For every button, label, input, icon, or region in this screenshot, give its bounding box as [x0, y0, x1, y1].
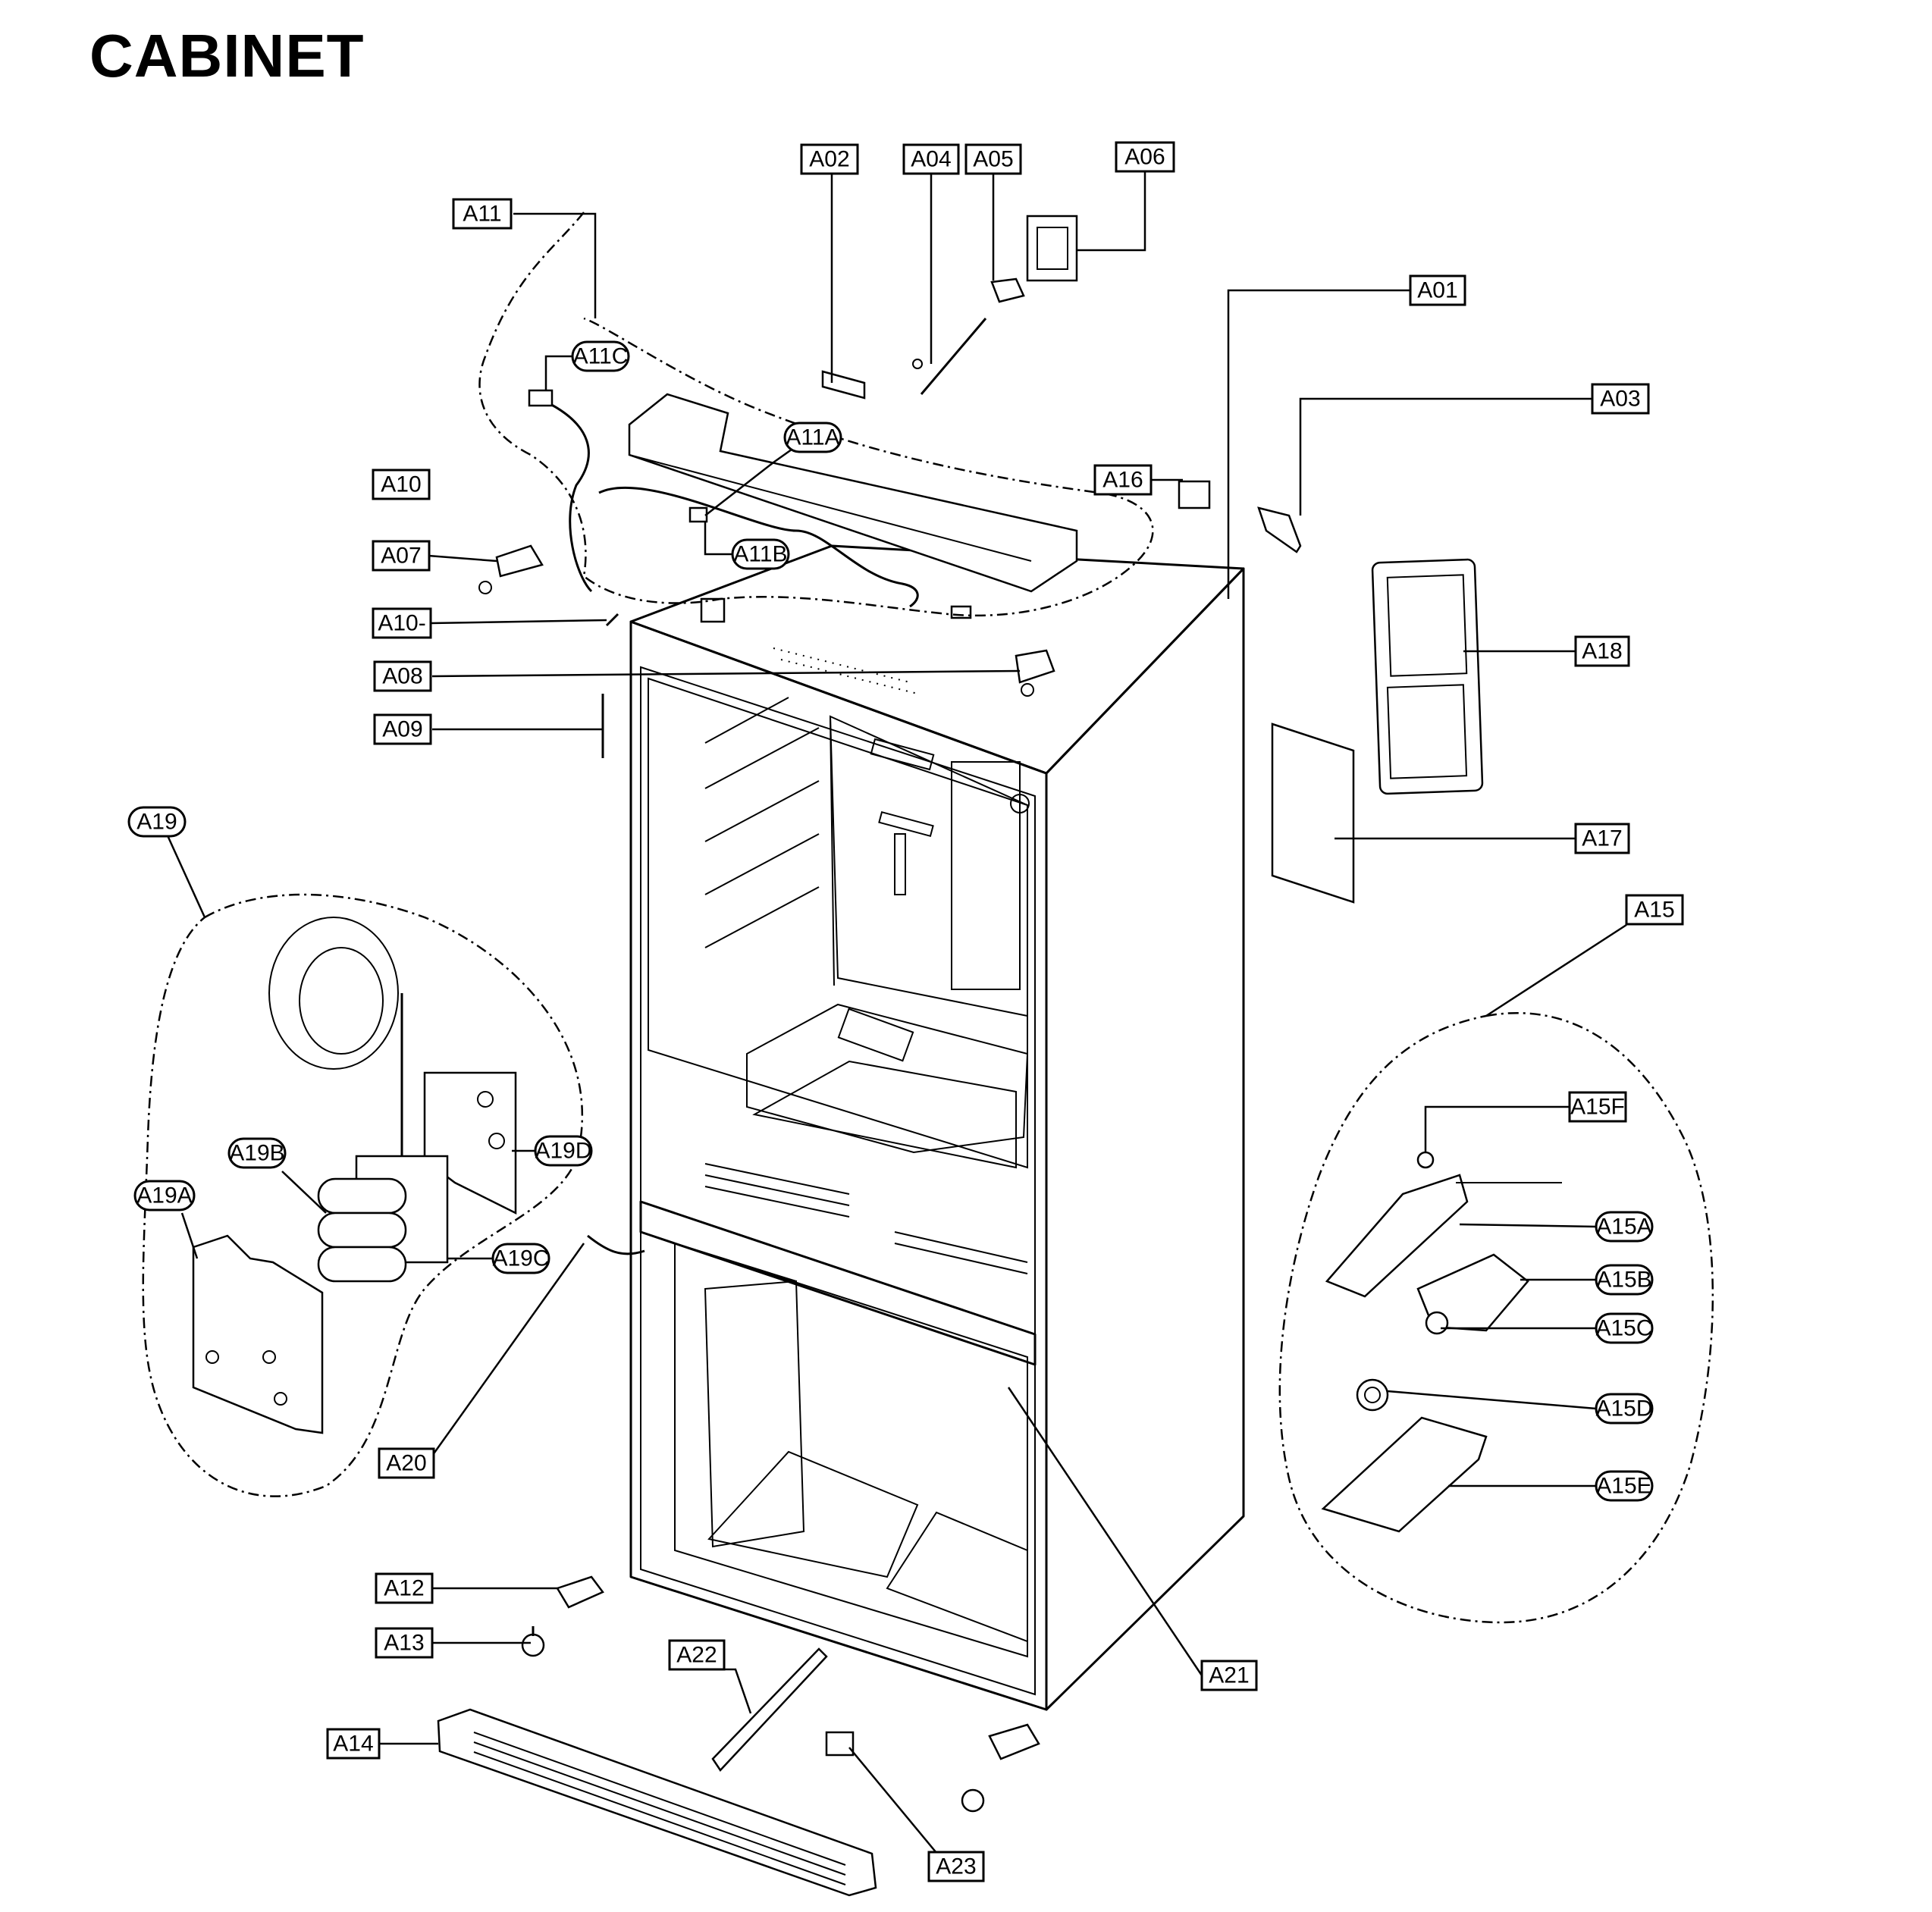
- label-a15: A15: [1625, 894, 1684, 926]
- svg-text:A19B: A19B: [229, 1141, 284, 1166]
- svg-text:A15: A15: [1634, 898, 1674, 923]
- svg-text:A11A: A11A: [786, 425, 839, 450]
- svg-text:A11B: A11B: [733, 542, 787, 567]
- label-a16: A16: [1093, 464, 1153, 496]
- label-a10b: A10-: [372, 607, 432, 639]
- svg-text:A16: A16: [1102, 468, 1143, 493]
- part-labels: A02 A04 A05 A06 A11 A01 A03 A10 A16 A07 …: [326, 141, 1684, 1882]
- parts-left-ice-maker: [192, 917, 645, 1434]
- label-a15a: A15A: [1595, 1211, 1654, 1243]
- svg-text:A04: A04: [911, 147, 951, 172]
- part-labels-rounded: A11C A11A A11B A19 A19B A19D A19A A19C A…: [127, 340, 1654, 1502]
- parts-right: [1271, 558, 1562, 1533]
- label-a11c: A11C: [571, 340, 630, 372]
- diagram-title: CABINET: [89, 22, 365, 89]
- svg-text:A17: A17: [1582, 826, 1622, 851]
- label-a18: A18: [1574, 635, 1630, 667]
- label-a22: A22: [668, 1639, 726, 1671]
- label-a19: A19: [127, 806, 187, 838]
- svg-text:A15B: A15B: [1596, 1268, 1651, 1293]
- svg-text:A07: A07: [381, 544, 421, 569]
- label-a19c: A19C: [491, 1243, 550, 1274]
- label-a08: A08: [373, 660, 432, 692]
- label-a15b: A15B: [1595, 1264, 1654, 1296]
- svg-text:A12: A12: [384, 1576, 424, 1601]
- label-a11b: A11B: [731, 538, 790, 570]
- svg-text:A23: A23: [936, 1854, 976, 1879]
- svg-text:A03: A03: [1600, 387, 1640, 412]
- label-a01: A01: [1409, 274, 1466, 306]
- svg-text:A10-: A10-: [378, 611, 425, 636]
- svg-text:A11C: A11C: [573, 344, 629, 369]
- cabinet-body: [629, 544, 1245, 1711]
- label-a06: A06: [1115, 141, 1175, 173]
- label-a20: A20: [378, 1447, 435, 1479]
- label-a11a: A11A: [783, 422, 842, 453]
- label-a07: A07: [372, 540, 431, 572]
- svg-text:A15A: A15A: [1596, 1215, 1651, 1240]
- svg-text:A15E: A15E: [1596, 1474, 1651, 1499]
- svg-text:A11: A11: [463, 202, 501, 227]
- svg-text:A02: A02: [809, 147, 849, 172]
- svg-text:A21: A21: [1209, 1663, 1249, 1688]
- svg-text:A22: A22: [676, 1643, 717, 1668]
- parts-top: [478, 215, 1302, 758]
- group-outline-a15: [1278, 1012, 1714, 1624]
- svg-text:A10: A10: [381, 472, 421, 497]
- svg-text:A19D: A19D: [535, 1139, 591, 1164]
- svg-text:A15D: A15D: [1595, 1396, 1652, 1421]
- label-a15f: A15F: [1568, 1091, 1627, 1123]
- svg-text:A13: A13: [384, 1631, 424, 1656]
- label-a17: A17: [1574, 823, 1630, 854]
- svg-text:A01: A01: [1417, 278, 1457, 303]
- label-a19d: A19D: [534, 1135, 593, 1167]
- label-a23: A23: [927, 1851, 985, 1882]
- label-a10: A10: [372, 469, 431, 500]
- label-a15c: A15C: [1595, 1312, 1654, 1344]
- label-a15d: A15D: [1595, 1393, 1654, 1425]
- label-a11: A11: [452, 198, 513, 230]
- label-a03: A03: [1591, 383, 1650, 415]
- label-a14: A14: [326, 1728, 381, 1760]
- svg-text:A08: A08: [382, 664, 422, 689]
- label-a09: A09: [373, 713, 432, 745]
- svg-text:A18: A18: [1582, 639, 1622, 664]
- svg-text:A19C: A19C: [492, 1246, 549, 1271]
- label-a19a: A19A: [133, 1180, 196, 1211]
- label-a15e: A15E: [1595, 1470, 1654, 1502]
- svg-text:A09: A09: [382, 717, 422, 742]
- svg-text:A20: A20: [386, 1451, 426, 1476]
- svg-text:A19: A19: [136, 810, 177, 835]
- label-a21: A21: [1200, 1660, 1258, 1691]
- label-a02: A02: [800, 143, 859, 175]
- label-a12: A12: [375, 1572, 434, 1604]
- svg-text:A15C: A15C: [1595, 1316, 1652, 1341]
- group-outline-a11: [478, 212, 1154, 617]
- leader-lines: [165, 171, 1627, 1867]
- svg-text:A05: A05: [973, 147, 1013, 172]
- svg-text:A15F: A15F: [1570, 1095, 1625, 1120]
- label-a05: A05: [964, 143, 1022, 175]
- parts-bottom: [437, 1575, 1040, 1897]
- svg-text:A19A: A19A: [136, 1183, 192, 1208]
- label-a13: A13: [375, 1627, 434, 1659]
- svg-text:A14: A14: [333, 1732, 373, 1757]
- svg-text:A06: A06: [1124, 145, 1165, 170]
- label-a19b: A19B: [227, 1137, 287, 1169]
- label-a04: A04: [902, 143, 960, 175]
